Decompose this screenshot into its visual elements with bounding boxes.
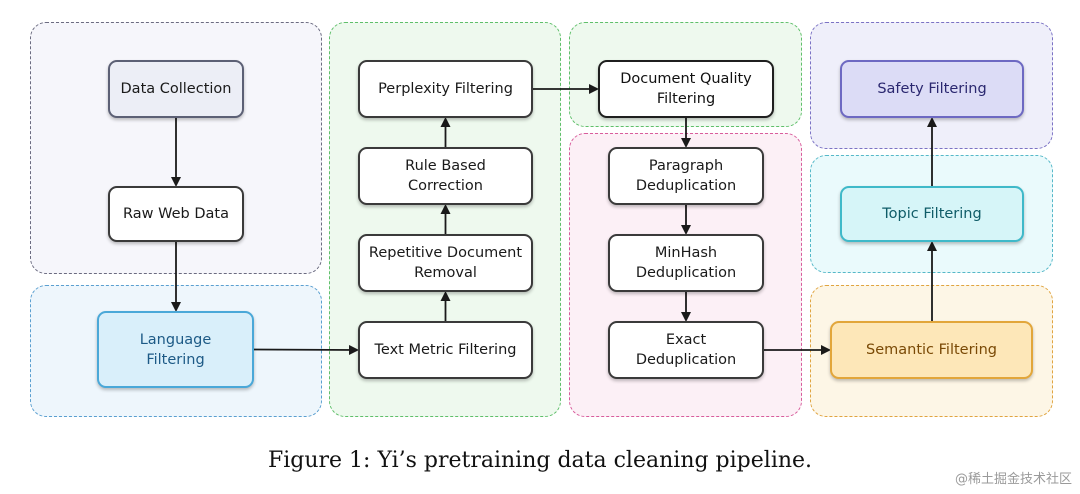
node-rule-based-correction: Rule Based Correction	[358, 147, 533, 205]
node-semantic-filtering: Semantic Filtering	[830, 321, 1033, 379]
node-perplexity-filtering: Perplexity Filtering	[358, 60, 533, 118]
node-topic-filtering: Topic Filtering	[840, 186, 1024, 242]
node-data-collection: Data Collection	[108, 60, 244, 118]
node-minhash-deduplication: MinHash Deduplication	[608, 234, 764, 292]
node-paragraph-deduplication: Paragraph Deduplication	[608, 147, 764, 205]
node-repetitive-document-removal: Repetitive Document Removal	[358, 234, 533, 292]
node-raw-web-data: Raw Web Data	[108, 186, 244, 242]
node-document-quality-filtering: Document Quality Filtering	[598, 60, 774, 118]
node-exact-deduplication: Exact Deduplication	[608, 321, 764, 379]
node-language-filtering: Language Filtering	[97, 311, 254, 388]
figure-caption: Figure 1: Yi’s pretraining data cleaning…	[267, 448, 813, 473]
node-text-metric-filtering: Text Metric Filtering	[358, 321, 533, 379]
watermark: @稀土掘金技术社区	[954, 472, 1072, 487]
node-safety-filtering: Safety Filtering	[840, 60, 1024, 118]
edge-language_filtering-to-text_metric	[253, 344, 359, 355]
